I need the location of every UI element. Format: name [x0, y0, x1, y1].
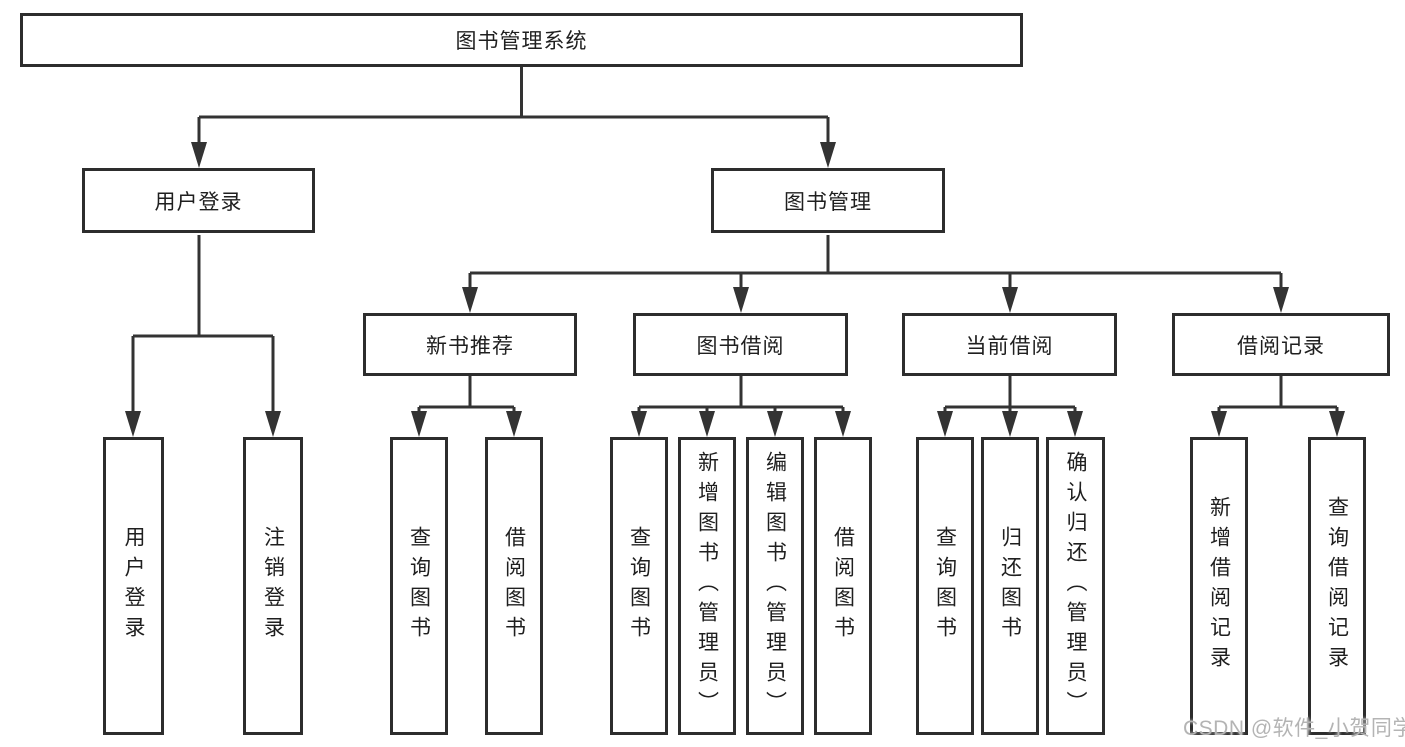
node-current-borrow: 当前借阅 — [902, 313, 1117, 376]
arrowhead — [820, 142, 836, 168]
leaf-add-borrow-record-label: 新增借阅记录 — [1207, 496, 1231, 676]
leaf-edit-books-admin-label: 编辑图书（管理员） — [763, 451, 787, 721]
leaf-borrow-books-recommend: 借阅图书 — [485, 437, 543, 735]
arrowhead — [191, 142, 207, 168]
arrowhead — [1329, 411, 1345, 437]
arrowhead — [733, 287, 749, 313]
edge-userlogin-to-leaves — [131, 235, 275, 415]
node-book-borrow-label: 图书借阅 — [696, 334, 785, 358]
leaf-add-books-admin-label: 新增图书（管理员） — [695, 451, 719, 721]
edge-records-to-leaves — [1217, 376, 1339, 417]
arrowhead — [462, 287, 478, 313]
leaf-borrow-books: 借阅图书 — [814, 437, 872, 735]
node-borrow-records-label: 借阅记录 — [1237, 334, 1325, 358]
arrowhead — [1002, 411, 1018, 437]
node-current-borrow-label: 当前借阅 — [965, 334, 1054, 358]
node-book-borrow: 图书借阅 — [633, 313, 848, 376]
node-borrow-records: 借阅记录 — [1172, 313, 1390, 376]
leaf-edit-books-admin: 编辑图书（管理员） — [746, 437, 804, 735]
leaf-search-books-borrow-label: 查询图书 — [627, 526, 651, 646]
leaf-return-books-label: 归还图书 — [998, 526, 1022, 646]
arrowhead — [1211, 411, 1227, 437]
edge-borrow-to-leaves — [637, 376, 845, 417]
arrowhead — [506, 411, 522, 437]
leaf-search-books-current-label: 查询图书 — [933, 526, 957, 646]
edge-bookmgmt-to-level3 — [468, 235, 1283, 291]
edge-current-to-leaves — [943, 376, 1077, 417]
leaf-user-login: 用户登录 — [103, 437, 164, 735]
leaf-borrow-books-label: 借阅图书 — [831, 526, 855, 646]
arrowhead — [767, 411, 783, 437]
leaf-search-books-recommend-label: 查询图书 — [407, 526, 431, 646]
arrowhead — [1002, 287, 1018, 313]
node-book-management-label: 图书管理 — [784, 190, 872, 214]
leaf-add-borrow-record: 新增借阅记录 — [1190, 437, 1248, 735]
arrowhead — [1067, 411, 1083, 437]
leaf-logout: 注销登录 — [243, 437, 303, 735]
leaf-confirm-return-admin: 确认归还（管理员） — [1046, 437, 1105, 735]
arrowhead — [125, 411, 141, 437]
node-user-login: 用户登录 — [82, 168, 315, 233]
leaf-add-books-admin: 新增图书（管理员） — [678, 437, 736, 735]
edge-root-to-level2 — [197, 66, 830, 146]
leaf-search-books-borrow: 查询图书 — [610, 437, 668, 735]
node-root-label: 图书管理系统 — [455, 30, 588, 53]
arrowheads — [125, 142, 1345, 437]
node-new-book-recommend: 新书推荐 — [363, 313, 577, 376]
arrowhead — [631, 411, 647, 437]
arrowhead — [937, 411, 953, 437]
leaf-search-books-recommend: 查询图书 — [390, 437, 448, 735]
leaf-search-borrow-record-label: 查询借阅记录 — [1325, 496, 1349, 676]
arrowhead — [835, 411, 851, 437]
edge-recommend-to-leaves — [417, 376, 516, 417]
watermark: CSDN @软件_小贺同学 — [1183, 717, 1405, 740]
leaf-borrow-books-recommend-label: 借阅图书 — [502, 526, 526, 646]
arrowhead — [1273, 287, 1289, 313]
arrowhead — [265, 411, 281, 437]
leaf-confirm-return-admin-label: 确认归还（管理员） — [1064, 451, 1087, 721]
arrowhead — [699, 411, 715, 437]
node-user-login-label: 用户登录 — [154, 190, 243, 214]
node-new-book-recommend-label: 新书推荐 — [426, 334, 514, 358]
arrowhead — [411, 411, 427, 437]
leaf-search-borrow-record: 查询借阅记录 — [1308, 437, 1366, 735]
leaf-search-books-current: 查询图书 — [916, 437, 974, 735]
leaf-logout-label: 注销登录 — [261, 526, 285, 646]
node-root: 图书管理系统 — [20, 13, 1023, 67]
node-book-management: 图书管理 — [711, 168, 945, 233]
leaf-return-books: 归还图书 — [981, 437, 1039, 735]
leaf-user-login-label: 用户登录 — [122, 526, 145, 646]
